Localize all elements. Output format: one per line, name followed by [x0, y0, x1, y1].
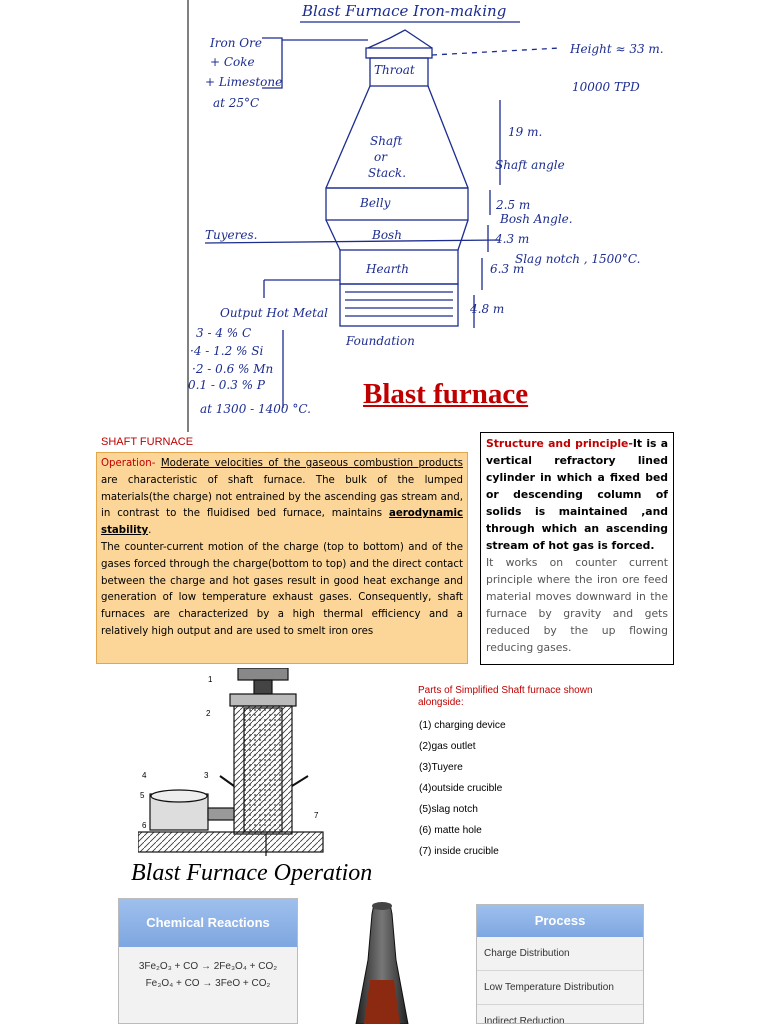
shaft-furnace-diagram: 1 2 3 4 5 6 7: [138, 668, 324, 856]
list-item: (7) inside crucible: [419, 846, 499, 857]
dimension-label: 4.3 m: [495, 232, 530, 246]
dimension-label: 6.3 m: [490, 262, 525, 276]
diagram-number: 1: [208, 675, 213, 684]
dimension-label: 19 m.: [508, 125, 543, 139]
shaft-angle-label: Shaft angle: [495, 158, 565, 172]
zone-or: or: [374, 150, 387, 164]
aerodynamic-stability-term: aerodynamic stability: [101, 508, 463, 537]
diagram-number: 5: [140, 791, 145, 800]
zone-bosh: Bosh: [372, 228, 402, 242]
dimension-label: 2.5 m: [496, 198, 531, 212]
list-item: (6) matte hole: [419, 825, 482, 836]
list-item: (3)Tuyere: [419, 762, 463, 773]
list-item: (5)slag notch: [419, 804, 478, 815]
list-item: (1) charging device: [419, 720, 506, 731]
composition-line: 0.1 - 0.3 % P: [188, 378, 265, 392]
bosh-angle-label: Bosh Angle.: [500, 212, 573, 226]
structure-text: It is a vertical refractory lined cylind…: [486, 437, 669, 552]
blast-furnace-heading: Blast furnace: [363, 378, 529, 410]
operation-paragraph-2: The counter-current motion of the charge…: [101, 541, 463, 637]
shaft-furnace-title: SHAFT FURNACE: [101, 436, 194, 448]
diagram-number: 2: [206, 709, 211, 718]
reaction-equation: 3Fe₂O₃ + CO → 2Fe₃O₄ + CO₂: [138, 961, 278, 972]
chemical-reactions-header: Chemical Reactions: [119, 899, 297, 947]
composition-line: ·2 - 0.6 % Mn: [192, 362, 274, 376]
diagram-number: 6: [142, 821, 147, 830]
process-panel: Process Charge Distribution Low Temperat…: [476, 904, 644, 1024]
output-label: Output Hot Metal: [220, 306, 328, 320]
zone-stack: Stack.: [368, 166, 407, 180]
principle-text: It works on counter current principle wh…: [486, 556, 668, 654]
zone-shaft: Shaft: [370, 134, 403, 148]
charge-line: + Coke: [210, 55, 255, 69]
diagram-number: 4: [142, 771, 147, 780]
composition-line: 3 - 4 % C: [196, 326, 252, 340]
furnace-illustration: [355, 902, 409, 1024]
height-note: Height ≈ 33 m.: [570, 42, 664, 56]
dimension-label: 4.8 m: [470, 302, 505, 316]
diagram-number: 3: [204, 771, 209, 780]
sketch-title: Blast Furnace Iron-making: [302, 2, 507, 20]
list-item: (2)gas outlet: [419, 741, 476, 752]
charge-line: Iron Ore: [210, 36, 262, 50]
composition-line: ·4 - 1.2 % Si: [190, 344, 264, 358]
diagram-number: 7: [314, 811, 319, 820]
structure-label: Structure and principle-: [486, 437, 633, 450]
operation-text: are characteristic of shaft furnace. The…: [101, 474, 463, 520]
slag-notch-note: Slag notch , 1500°C.: [515, 252, 641, 266]
blast-furnace-operation-title: Blast Furnace Operation: [131, 860, 373, 886]
process-header: Process: [477, 905, 643, 937]
operation-box: Operation- Moderate velocities of the ga…: [96, 452, 468, 664]
blast-furnace-sketch: [187, 0, 561, 432]
structure-principle-box: Structure and principle-It is a vertical…: [480, 432, 674, 665]
process-row: Indirect Reduction: [477, 1005, 643, 1023]
zone-hearth: Hearth: [366, 262, 410, 276]
parts-list: (1) charging device (2)gas outlet (3)Tuy…: [419, 717, 506, 864]
tuyeres-label: Tuyeres.: [205, 228, 258, 242]
parts-title: Parts of Simplified Shaft furnace shown …: [418, 685, 593, 708]
reaction-equation: Fe₃O₄ + CO → 3FeO + CO₂: [145, 978, 271, 989]
operation-text-end: .: [148, 525, 152, 537]
temperature-note: at 1300 - 1400 °C.: [200, 402, 311, 416]
list-item: (4)outside crucible: [419, 783, 503, 794]
charge-line: at 25°C: [213, 96, 260, 110]
operation-underlined-text: Moderate velocities of the gaseous combu…: [160, 458, 463, 469]
charge-line: + Limestone: [205, 75, 283, 89]
chemical-reactions-panel: Chemical Reactions 3Fe₂O₃ + CO → 2Fe₃O₄ …: [118, 898, 298, 1024]
operation-label: Operation-: [101, 458, 156, 469]
process-row: Charge Distribution: [477, 937, 643, 971]
foundation-label: Foundation: [346, 334, 415, 348]
zone-belly: Belly: [360, 196, 391, 210]
zone-throat: Throat: [374, 63, 415, 77]
process-row: Low Temperature Distribution: [477, 971, 643, 1005]
capacity-note: 10000 TPD: [572, 80, 640, 94]
